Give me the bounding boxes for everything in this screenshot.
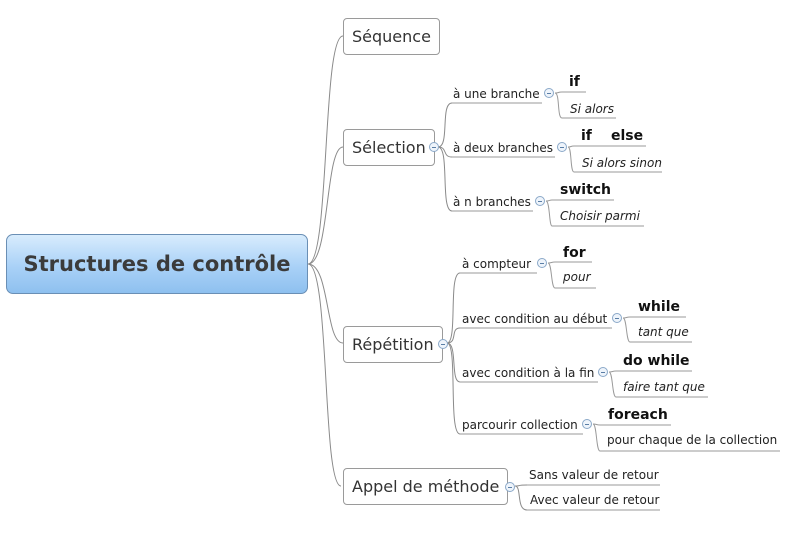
repetition-branch-label[interactable]: avec condition à la fin — [462, 366, 595, 380]
collapse-toggle-icon[interactable] — [438, 339, 448, 349]
keyword-label[interactable]: for — [563, 245, 586, 261]
collapse-toggle-icon[interactable] — [535, 196, 545, 206]
appel-branch-label[interactable]: Sans valeur de retour — [529, 468, 659, 482]
collapse-toggle-icon[interactable] — [537, 258, 547, 268]
collapse-toggle-icon[interactable] — [582, 419, 592, 429]
topic-sequence[interactable]: Séquence — [343, 18, 440, 55]
appel-branch-label[interactable]: Avec valeur de retour — [530, 493, 660, 507]
french-label[interactable]: Choisir parmi — [560, 209, 640, 223]
keyword-label[interactable]: foreach — [608, 407, 668, 423]
topic-selection[interactable]: Sélection — [343, 129, 435, 166]
collapse-toggle-icon[interactable] — [505, 482, 515, 492]
french-label[interactable]: tant que — [638, 325, 689, 339]
collapse-toggle-icon[interactable] — [598, 367, 608, 377]
root-topic[interactable]: Structures de contrôle — [6, 234, 308, 294]
keyword-label[interactable]: if — [569, 74, 580, 90]
french-label[interactable]: pour chaque de la collection — [607, 433, 778, 447]
selection-branch-label[interactable]: à n branches — [453, 195, 531, 209]
repetition-branch-label[interactable]: à compteur — [462, 257, 532, 271]
collapse-toggle-icon[interactable] — [612, 313, 622, 323]
topic-appel-methode[interactable]: Appel de méthode — [343, 468, 509, 505]
collapse-toggle-icon[interactable] — [544, 88, 554, 98]
french-label[interactable]: faire tant que — [623, 380, 705, 394]
french-label[interactable]: pour — [563, 270, 591, 284]
repetition-branch-label[interactable]: parcourir collection — [462, 418, 578, 432]
keyword-label[interactable]: switch — [560, 182, 612, 198]
french-label[interactable]: Si alors sinon — [582, 156, 662, 170]
collapse-toggle-icon[interactable] — [429, 142, 439, 152]
topic-repetition[interactable]: Répétition — [343, 326, 443, 363]
selection-branch-label[interactable]: à une branche — [453, 87, 540, 101]
keyword-label[interactable]: do while — [623, 353, 690, 369]
keyword-label[interactable]: if — [581, 128, 592, 144]
collapse-toggle-icon[interactable] — [557, 142, 567, 152]
repetition-branch-label[interactable]: avec condition au début — [462, 312, 608, 326]
keyword-label[interactable]: while — [638, 299, 680, 315]
keyword-label-secondary[interactable]: else — [611, 128, 644, 144]
selection-branch-label[interactable]: à deux branches — [453, 141, 554, 155]
french-label[interactable]: Si alors — [570, 102, 614, 116]
